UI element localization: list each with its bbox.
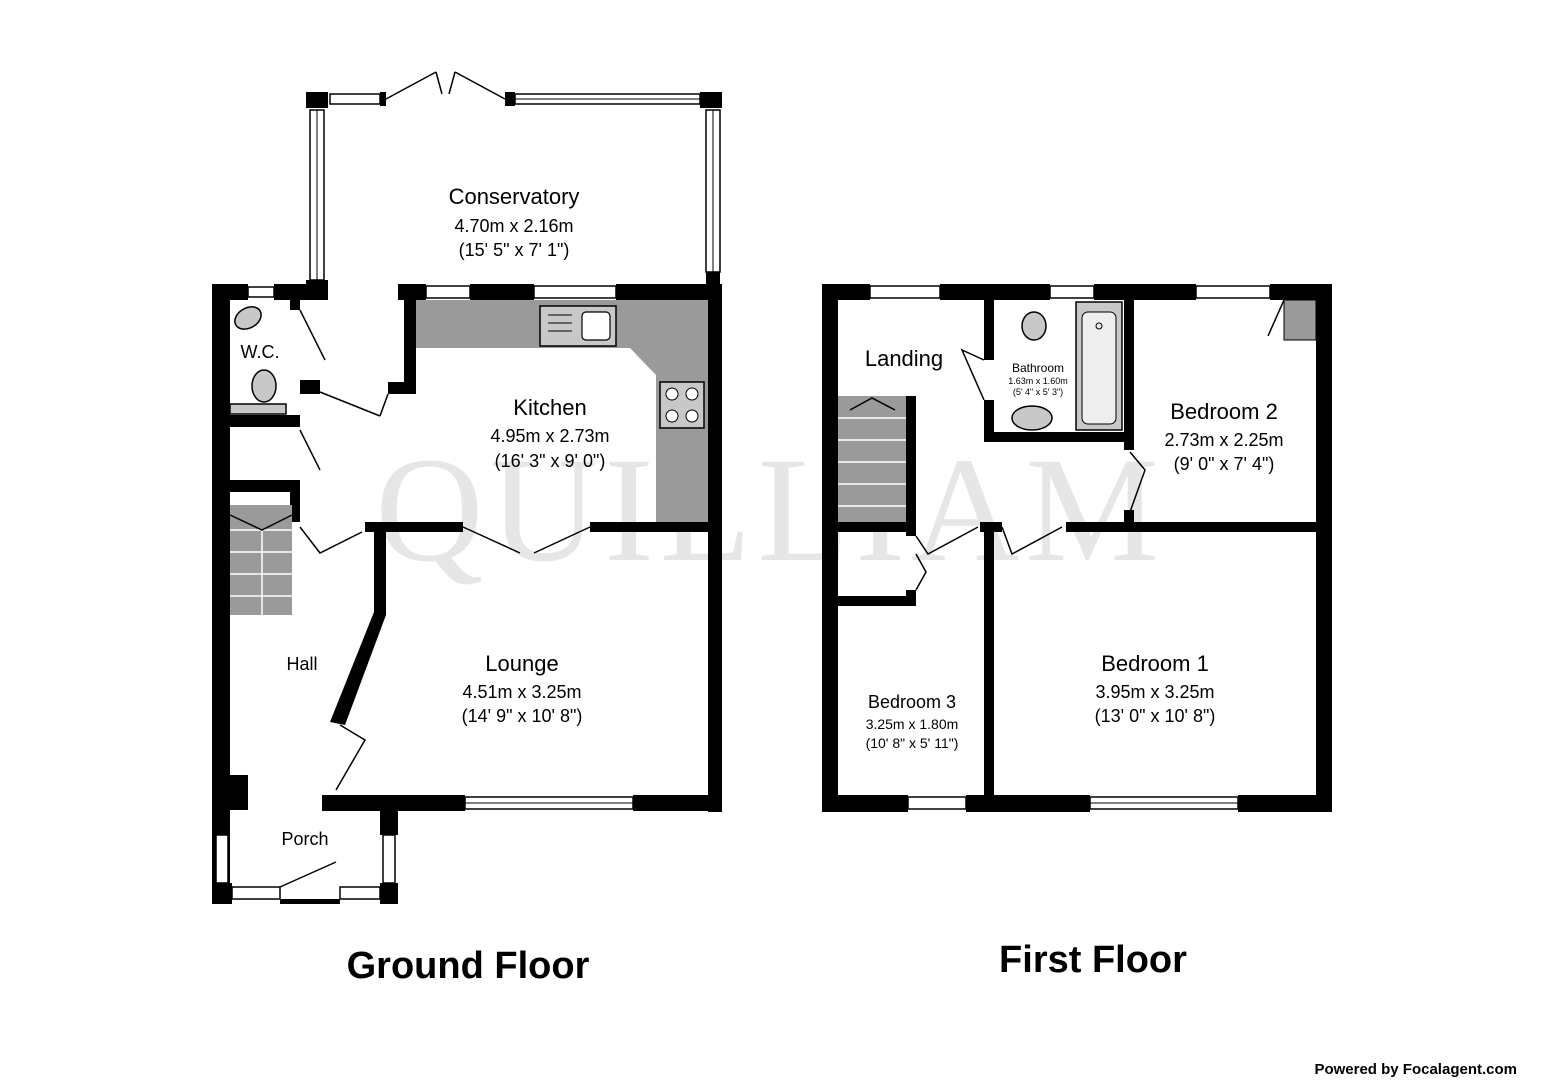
first-floor-plan: Landing Bathroom 1.63m x 1.60m (5' 4" x … — [822, 284, 1332, 812]
bedroom2-metric: 2.73m x 2.25m — [1164, 430, 1283, 450]
bathroom-window — [1049, 285, 1095, 299]
bedroom2-window — [1195, 285, 1271, 299]
first-floor-title: First Floor — [999, 939, 1187, 981]
bedroom3-label: Bedroom 3 — [868, 692, 956, 712]
bedroom2-imperial: (9' 0" x 7' 4") — [1174, 454, 1275, 474]
conservatory-label: Conservatory — [449, 184, 580, 209]
hob-icon — [659, 381, 705, 429]
kitchen-lounge-doors — [462, 526, 591, 554]
bedroom1-metric: 3.95m x 3.25m — [1095, 682, 1214, 702]
porch-window-left — [215, 834, 229, 884]
french-doors — [385, 71, 506, 100]
bathroom-door — [960, 348, 985, 401]
toilet-icon — [251, 369, 277, 403]
porch-label: Porch — [281, 829, 328, 849]
conservatory-metric: 4.70m x 2.16m — [454, 216, 573, 236]
lounge-door — [335, 724, 367, 791]
kitchen-metric: 4.95m x 2.73m — [490, 426, 609, 446]
bathroom-metric: 1.63m x 1.60m — [1008, 376, 1068, 386]
bedroom2-label: Bedroom 2 — [1170, 399, 1278, 424]
porch-window-right — [382, 834, 396, 884]
front-door — [279, 861, 337, 888]
wc-window — [247, 286, 275, 298]
bedroom1-door — [1001, 526, 1063, 556]
lounge-metric: 4.51m x 3.25m — [462, 682, 581, 702]
bathroom-basin-icon — [1011, 405, 1053, 431]
hall-label: Hall — [286, 654, 317, 674]
bedroom3-imperial: (10' 8" x 5' 11") — [866, 735, 959, 751]
landing-label: Landing — [865, 346, 943, 371]
wc-basin-icon — [234, 306, 262, 330]
kitchen-window-2 — [533, 285, 617, 299]
porch-window-bottom-left — [231, 886, 281, 900]
ground-floor-plan: Conservatory 4.70m x 2.16m (15' 5" x 7' … — [212, 71, 722, 904]
bedroom3-door — [915, 526, 979, 555]
bathroom-label: Bathroom — [1012, 361, 1064, 375]
kitchen-label: Kitchen — [513, 395, 586, 420]
bathroom-toilet-icon — [1021, 311, 1047, 341]
bedroom1-imperial: (13' 0" x 10' 8") — [1095, 706, 1216, 726]
conservatory-imperial: (15' 5" x 7' 1") — [459, 240, 570, 260]
lounge-imperial: (14' 9" x 10' 8") — [462, 706, 583, 726]
bedroom3-metric: 3.25m x 1.80m — [866, 716, 959, 732]
bedroom2-door — [1129, 451, 1146, 513]
kitchen-imperial: (16' 3" x 9' 0") — [495, 451, 606, 471]
kitchen-worktop-side — [656, 348, 708, 524]
lounge-label: Lounge — [485, 651, 558, 676]
bedroom3-window — [907, 796, 967, 810]
wc-door — [299, 309, 326, 361]
wc-label: W.C. — [241, 342, 280, 362]
powered-by-text: Powered by Focalagent.com — [1314, 1061, 1517, 1078]
ground-floor-title: Ground Floor — [347, 945, 590, 987]
landing-window — [869, 285, 941, 299]
porch-window-bottom-right — [339, 886, 381, 900]
bedroom1-label: Bedroom 1 — [1101, 651, 1209, 676]
kitchen-door — [319, 391, 389, 417]
conservatory-window-top-left — [329, 93, 381, 105]
kitchen-window-1 — [425, 285, 471, 299]
watermark: QUILLIAM — [375, 427, 1165, 593]
bathroom-imperial: (5' 4" x 5' 3") — [1013, 387, 1063, 397]
